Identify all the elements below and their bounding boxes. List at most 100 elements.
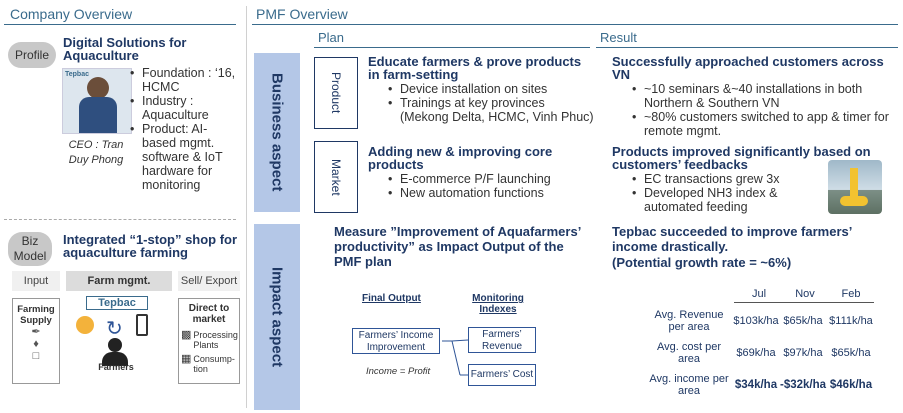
col-sell-export: Sell/ Export [178,271,240,291]
factory-icon: ▩ [181,329,192,341]
market-plan-bullet: New automation functions [386,186,596,200]
sync-cycle-icon: ↻ [106,318,123,340]
market-plan-bullet: E-commerce P/F launching [386,172,596,186]
company-overview-title: Company Overview [10,6,133,22]
impact-result-heading: Tepbac succeeded to improve farmers’ inc… [612,224,852,254]
revenue-box: Farmers’ Revenue [468,327,536,353]
company-overview-underline [4,24,236,25]
business-aspect-label: Business aspect [268,73,286,192]
product-result-heading: Successfully approached customers across… [612,54,884,82]
impact-table-header: Jul Nov Feb [736,288,874,300]
ceo-photo: Tepbac [62,68,132,134]
plan-header: Plan [318,30,345,45]
pmf-overview-underline [252,24,898,25]
table-row-label: Avg. income per area [649,373,729,397]
product-row-text: Product [329,72,343,114]
final-output-label: Final Output [362,293,421,304]
profile-bullet: Product: AI-based mgmt. software & IoT h… [128,122,236,192]
market-plan-bullets: E-commerce P/F launching New automation … [386,172,596,200]
feeder-device-icon [76,316,94,334]
table-row: Avg. income per area $34k/ha -$32k/ha $4… [646,370,878,400]
table-col-header: Nov [795,288,815,300]
product-row-label: Product [314,57,358,129]
impact-aspect-label: Impact aspect [268,266,286,368]
feeder-photo [828,160,882,214]
market-row-text: Market [329,158,343,196]
table-cell: -$32k/ha [780,379,827,391]
table-row: Avg. Revenue per area $103k/ha $65k/ha $… [646,306,878,336]
table-cell: $69k/ha [736,347,776,359]
table-header-line [734,302,874,303]
product-result-bullet: ~10 seminars &~40 installations in both … [630,82,896,110]
overview-divider [4,219,236,220]
pmf-overview-title: PMF Overview [256,6,348,22]
product-plan-bullet: Device installation on sites [386,82,596,96]
store-icon: ▦ [181,353,192,365]
monitoring-indexes-label: Monitoring Indexes [472,293,524,315]
feeder-pole-icon [850,168,858,198]
market-result-bullet: Developed NH3 index & automated feeding [630,186,826,214]
ceo-caption: CEO : Tran Duy Phong [68,139,124,166]
farmer-head-icon [108,338,122,352]
market-row-label: Market [314,141,358,213]
direct-to-market-label: Direct to market [188,303,230,325]
table-cell: $65k/ha [831,347,871,359]
profile-pill: Profile [8,42,56,68]
table-cell: $97k/ha [783,347,823,359]
tepbac-logo: Tepbac [86,296,148,310]
profile-heading: Digital Solutions for Aquaculture [63,35,187,63]
product-result-bullets: ~10 seminars &~40 installations in both … [630,82,896,138]
table-cell: $111k/ha [829,315,873,327]
product-plan-heading: Educate farmers & prove products in farm… [368,54,582,82]
profile-bullet: Foundation : ‘16, HCMC [128,66,236,94]
table-cell: $34k/ha [734,379,778,391]
processing-plants-row: ▩ Processing Plants [181,329,239,351]
product-plan-bullet: Trainings at key provinces (Mekong Delta… [386,96,596,124]
supply-icons: ✒♦□ [31,326,41,362]
table-row-label: Avg. Revenue per area [654,309,724,333]
profile-bullet: Industry : Aquaculture [128,94,236,122]
cost-box: Farmers’ Cost [468,364,536,386]
biz-model-heading: Integrated “1-stop” shop for aquaculture… [63,232,238,260]
business-aspect-bar: Business aspect [254,53,300,212]
table-row-label: Avg. cost per area [657,341,721,365]
plan-underline [314,47,590,48]
profile-bullets: Foundation : ‘16, HCMC Industry : Aquacu… [128,66,236,192]
income-improvement-box: Farmers’ Income Improvement [352,328,440,354]
ceo-photo-logo: Tepbac [65,71,89,78]
table-col-header: Jul [751,288,767,300]
table-cell: $46k/ha [829,379,873,391]
index-connector-lines [442,339,469,376]
table-col-header: Feb [841,288,861,300]
income-formula: Income = Profit [366,366,431,377]
table-cell: $65k/ha [783,315,823,327]
table-cell: $103k/ha [733,315,779,327]
market-result-heading: Products improved significantly based on… [612,144,871,172]
biz-model-pill: Biz Model [8,232,52,266]
impact-plan-heading: Measure ”Improvement of Aquafarmers’ pro… [334,224,581,269]
smartphone-icon [136,314,148,336]
ceo-body [79,97,117,133]
consumption-row: ▦ Consump-tion [181,353,239,375]
farmer-body-icon [102,352,128,366]
market-result-bullet: EC transactions grew 3x [630,172,826,186]
left-right-divider [246,6,247,408]
col-farm-mgmt: Farm mgmt. [66,271,172,291]
impact-aspect-bar: Impact aspect [254,224,300,410]
col-input: Input [12,271,60,291]
consumption-label: Consump-tion [193,354,235,374]
market-box: Direct to market ▩ Processing Plants ▦ C… [178,298,240,384]
ceo-head [87,77,109,99]
result-underline [596,47,898,48]
result-header: Result [600,30,637,45]
table-row: Avg. cost per area $69k/ha $97k/ha $65k/… [646,338,878,368]
growth-note: (Potential growth rate = ~6%) [612,255,792,270]
product-result-bullet: ~80% customers switched to app & timer f… [630,110,896,138]
farmers-label: Farmers [98,362,134,372]
feeder-base-icon [840,196,868,206]
input-box: Farming Supply ✒♦□ [12,298,60,384]
market-plan-heading: Adding new & improving core products [368,144,553,172]
farming-supply-label: Farming Supply [17,304,55,326]
product-plan-bullets: Device installation on sites Trainings a… [386,82,596,124]
market-result-bullets: EC transactions grew 3x Developed NH3 in… [630,172,826,214]
